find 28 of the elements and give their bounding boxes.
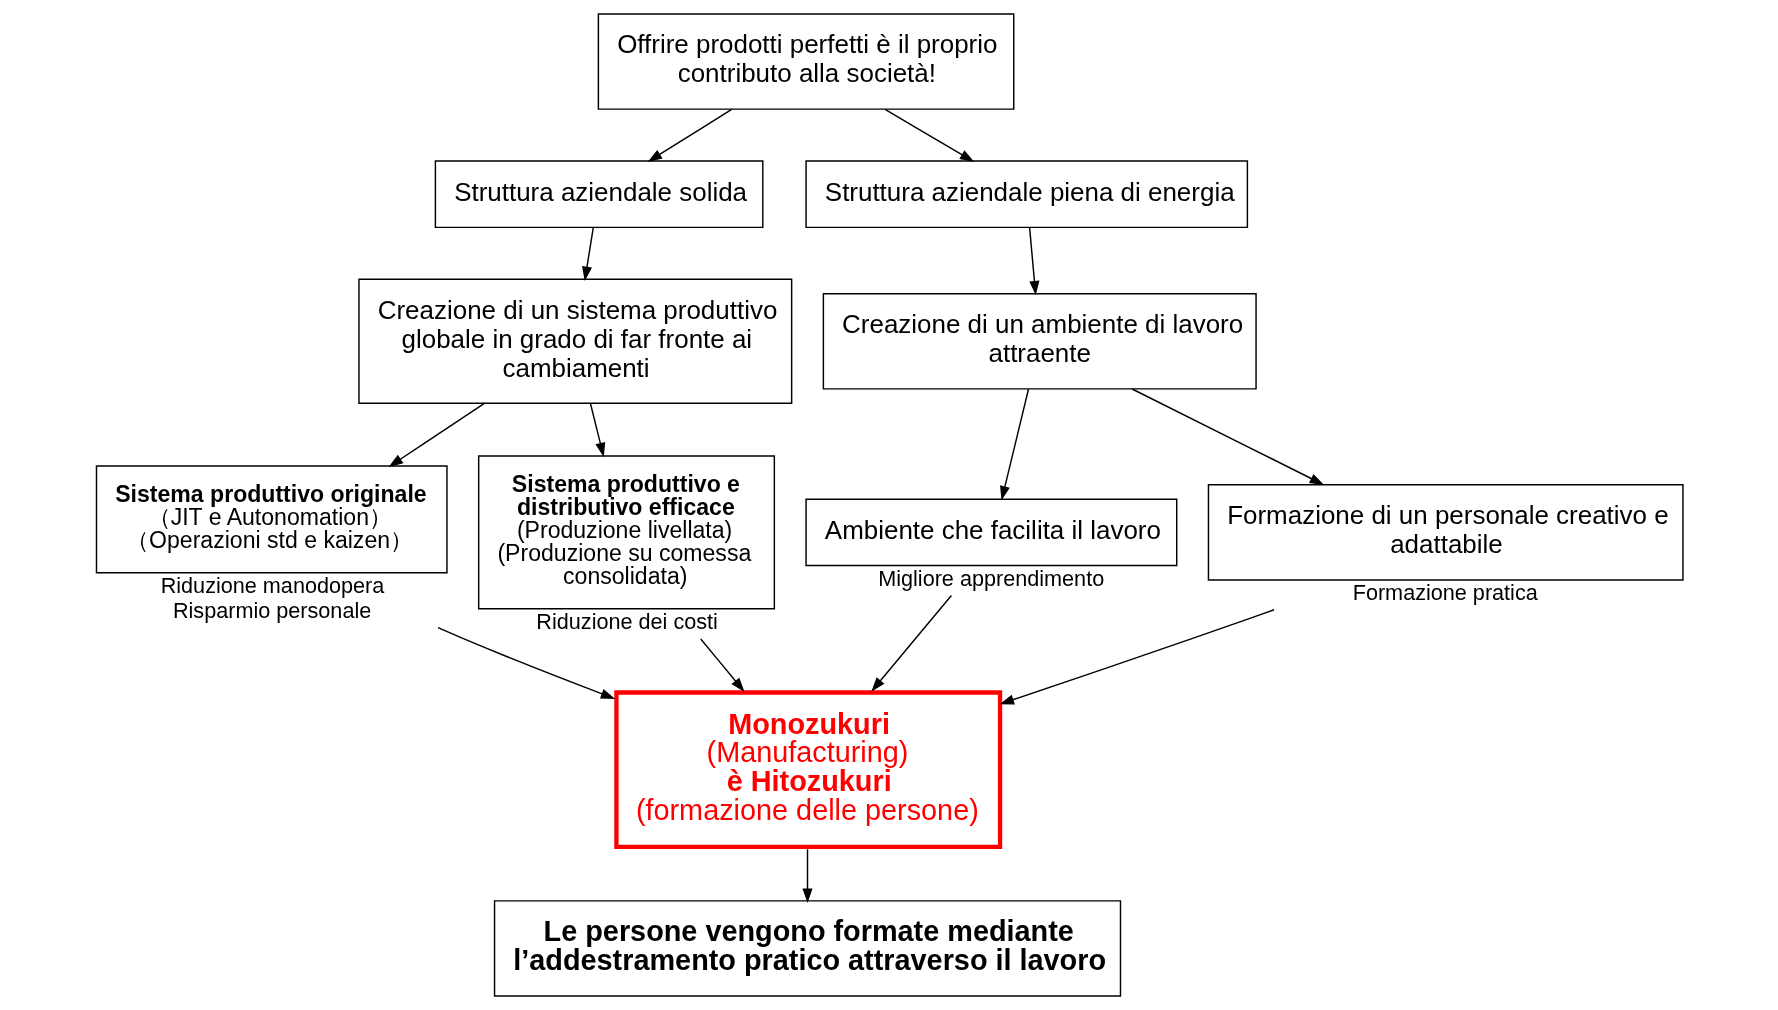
arrow <box>437 627 616 699</box>
arrow <box>884 108 975 162</box>
node-box: Formazione di un personale creativo e adattabile <box>1207 484 1684 581</box>
node-box: Monozukuri (Manufacturing) è Hitozukuri (formazione delle persone) <box>614 690 1003 849</box>
arrow <box>700 638 745 692</box>
node-box: Ambiente che facilita il lavoro <box>805 498 1178 567</box>
arrow <box>802 848 813 904</box>
arrow <box>871 594 953 692</box>
node-box: Struttura aziendale solida <box>434 160 764 229</box>
arrow <box>1000 388 1030 501</box>
arrow <box>1028 226 1040 296</box>
node-label: Migliore apprendimento <box>878 565 1105 591</box>
node-box: Sistema produttivo originale （JIT e Autonomation） （Operazioni std e kaizen） <box>95 465 448 574</box>
node-label: Riduzione manodopera Risparmio personale <box>160 572 385 623</box>
arrow <box>999 609 1275 705</box>
node-box: Le persone vengono formate mediante l’addestramento pratico attraverso il lavoro <box>493 900 1122 997</box>
node-box: Offrire prodotti perfetti è il proprio contributo alla società! <box>597 13 1015 110</box>
node-label: Formazione pratica <box>1352 580 1538 606</box>
arrow <box>647 108 733 162</box>
arrow <box>1131 388 1325 485</box>
arrow <box>388 402 485 468</box>
node-label: Riduzione dei costi <box>536 609 718 635</box>
arrow <box>582 226 594 282</box>
node-box: Sistema produttivo e distributivo efficace (Produzione livellata) (Produzione su comessa consolidata) <box>477 455 776 610</box>
arrow <box>589 402 606 458</box>
node-box: Creazione di un sistema produttivo globale in grado di far fronte ai cambiamenti <box>358 278 793 405</box>
node-box: Struttura aziendale piena di energia <box>805 160 1249 229</box>
node-box: Creazione di un ambiente di lavoro attraente <box>822 293 1257 390</box>
